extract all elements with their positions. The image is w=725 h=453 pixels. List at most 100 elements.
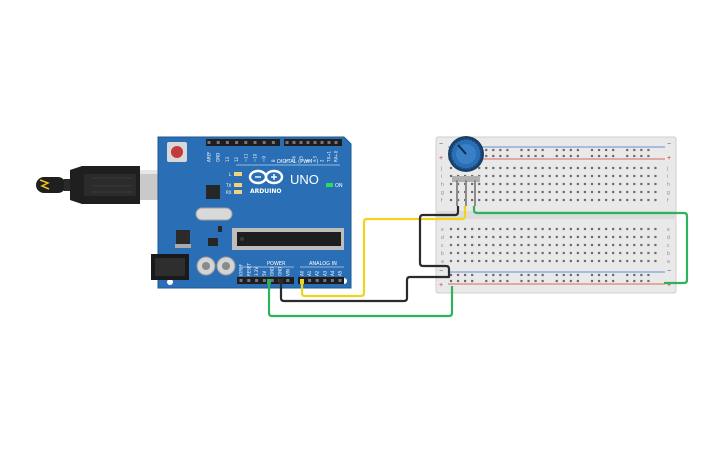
rail-hole[interactable] xyxy=(590,279,594,283)
terminal-hole[interactable] xyxy=(471,235,474,239)
terminal-hole[interactable] xyxy=(527,174,530,178)
rail-hole[interactable] xyxy=(464,279,467,283)
analog-pin[interactable] xyxy=(308,279,312,282)
rail-hole[interactable] xyxy=(464,273,467,277)
terminal-hole[interactable] xyxy=(583,198,587,202)
terminal-hole[interactable] xyxy=(456,251,460,255)
digital-pin[interactable] xyxy=(216,141,220,144)
terminal-hole[interactable] xyxy=(633,251,636,255)
terminal-hole[interactable] xyxy=(640,166,643,170)
terminal-hole[interactable] xyxy=(654,251,657,255)
terminal-hole[interactable] xyxy=(555,259,558,263)
rail-hole[interactable] xyxy=(555,279,558,283)
terminal-hole[interactable] xyxy=(555,166,558,170)
rail-hole[interactable] xyxy=(520,148,523,152)
rail-hole[interactable] xyxy=(541,273,544,277)
terminal-hole[interactable] xyxy=(654,235,657,239)
terminal-hole[interactable] xyxy=(633,259,636,263)
rail-hole[interactable] xyxy=(534,148,537,152)
terminal-hole[interactable] xyxy=(449,190,453,194)
power-pin-header[interactable] xyxy=(237,277,294,284)
terminal-hole[interactable] xyxy=(612,235,615,239)
terminal-hole[interactable] xyxy=(640,182,643,186)
terminal-hole[interactable] xyxy=(562,243,565,247)
rail-hole[interactable] xyxy=(605,154,608,158)
rail-hole[interactable] xyxy=(605,273,608,277)
terminal-hole[interactable] xyxy=(654,174,657,178)
terminal-hole[interactable] xyxy=(619,243,622,247)
terminal-hole[interactable] xyxy=(527,251,530,255)
terminal-hole[interactable] xyxy=(541,182,544,186)
rail-hole[interactable] xyxy=(626,273,629,277)
terminal-hole[interactable] xyxy=(449,251,453,255)
terminal-hole[interactable] xyxy=(569,251,572,255)
terminal-hole[interactable] xyxy=(527,166,530,170)
terminal-hole[interactable] xyxy=(499,166,502,170)
analog-pin[interactable] xyxy=(315,279,319,282)
rail-hole[interactable] xyxy=(647,154,650,158)
rail-hole[interactable] xyxy=(555,148,558,152)
terminal-hole[interactable] xyxy=(527,182,530,186)
terminal-hole[interactable] xyxy=(471,198,474,202)
terminal-hole[interactable] xyxy=(499,235,502,239)
terminal-hole[interactable] xyxy=(619,190,622,194)
rail-hole[interactable] xyxy=(520,273,523,277)
terminal-hole[interactable] xyxy=(555,227,558,231)
terminal-hole[interactable] xyxy=(597,259,601,263)
terminal-hole[interactable] xyxy=(597,227,601,231)
terminal-hole[interactable] xyxy=(499,182,502,186)
terminal-hole[interactable] xyxy=(520,251,523,255)
terminal-hole[interactable] xyxy=(520,243,523,247)
terminal-hole[interactable] xyxy=(605,243,608,247)
terminal-hole[interactable] xyxy=(478,190,481,194)
rail-hole[interactable] xyxy=(640,273,643,277)
terminal-hole[interactable] xyxy=(576,190,579,194)
terminal-hole[interactable] xyxy=(506,259,509,263)
terminal-hole[interactable] xyxy=(555,174,558,178)
analog-pin[interactable] xyxy=(323,279,327,282)
terminal-hole[interactable] xyxy=(590,227,594,231)
terminal-hole[interactable] xyxy=(471,227,474,231)
rail-hole[interactable] xyxy=(471,273,474,277)
rail-hole[interactable] xyxy=(506,148,509,152)
terminal-hole[interactable] xyxy=(654,227,657,231)
terminal-hole[interactable] xyxy=(647,190,650,194)
terminal-hole[interactable] xyxy=(485,198,488,202)
terminal-hole[interactable] xyxy=(506,235,509,239)
terminal-hole[interactable] xyxy=(555,251,558,255)
terminal-hole[interactable] xyxy=(647,227,650,231)
terminal-hole[interactable] xyxy=(597,174,601,178)
rail-hole[interactable] xyxy=(485,279,488,283)
terminal-hole[interactable] xyxy=(456,198,460,202)
terminal-hole[interactable] xyxy=(590,182,594,186)
rail-hole[interactable] xyxy=(569,154,572,158)
terminal-hole[interactable] xyxy=(633,227,636,231)
terminal-hole[interactable] xyxy=(478,243,481,247)
digital-pin[interactable] xyxy=(207,141,211,144)
terminal-hole[interactable] xyxy=(499,227,502,231)
terminal-hole[interactable] xyxy=(471,259,474,263)
terminal-hole[interactable] xyxy=(612,259,615,263)
terminal-hole[interactable] xyxy=(583,243,587,247)
rail-hole[interactable] xyxy=(499,148,502,152)
terminal-hole[interactable] xyxy=(456,227,460,231)
digital-pin[interactable] xyxy=(320,141,324,144)
rail-hole[interactable] xyxy=(471,279,474,283)
terminal-hole[interactable] xyxy=(485,259,488,263)
terminal-hole[interactable] xyxy=(626,198,629,202)
terminal-hole[interactable] xyxy=(520,227,523,231)
rail-hole[interactable] xyxy=(576,154,579,158)
terminal-hole[interactable] xyxy=(619,227,622,231)
terminal-hole[interactable] xyxy=(647,174,650,178)
terminal-hole[interactable] xyxy=(541,243,544,247)
terminal-hole[interactable] xyxy=(647,259,650,263)
terminal-hole[interactable] xyxy=(562,166,565,170)
rail-hole[interactable] xyxy=(576,273,579,277)
terminal-hole[interactable] xyxy=(485,174,488,178)
terminal-hole[interactable] xyxy=(590,174,594,178)
rail-hole[interactable] xyxy=(562,148,565,152)
terminal-hole[interactable] xyxy=(619,166,622,170)
terminal-hole[interactable] xyxy=(548,227,551,231)
rail-hole[interactable] xyxy=(492,273,495,277)
terminal-hole[interactable] xyxy=(527,235,530,239)
